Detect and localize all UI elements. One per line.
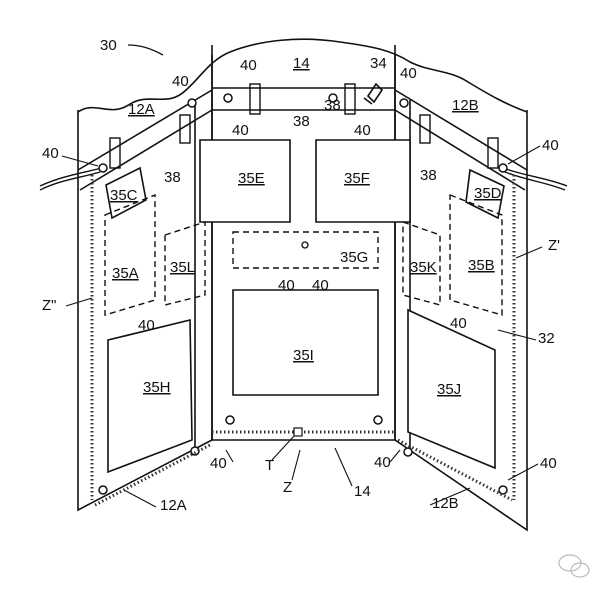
grommet-center-mid	[328, 93, 338, 103]
label-14-top: 14	[293, 55, 310, 72]
pocket-35a-outline	[104, 193, 156, 316]
pocket-35d-shape	[465, 168, 505, 220]
label-35a: 35A	[112, 265, 139, 282]
label-40-pocket-h: 40	[138, 317, 155, 334]
leader-lines	[61, 145, 543, 508]
strap-left-outer	[109, 137, 121, 169]
label-35f: 35F	[344, 170, 370, 187]
pocket-35g-grommet	[301, 241, 309, 249]
strap-right-inner	[419, 114, 431, 144]
label-38-right: 38	[420, 167, 437, 184]
pocket-35j-shape	[407, 308, 496, 470]
label-zprime: Z'	[548, 237, 560, 254]
pocket-35h-shape	[107, 318, 193, 474]
grommet-left-top	[98, 163, 108, 173]
zipper-pull-t	[293, 427, 303, 437]
grommet-left-panel-top	[187, 98, 197, 108]
pocket-35e-shape	[199, 139, 291, 223]
label-40-pocket-j: 40	[450, 315, 467, 332]
label-40-top-left: 40	[172, 73, 189, 90]
label-12a-bottom: 12A	[160, 497, 187, 514]
label-z: Z	[283, 479, 292, 496]
label-35g: 35G	[340, 249, 368, 266]
label-12b-bottom: 12B	[432, 495, 459, 512]
label-35l: 35L	[170, 259, 195, 276]
label-35i: 35I	[293, 347, 314, 364]
strap-center-left	[249, 83, 261, 115]
labels: 30 14 34 12A 12B 40 40 40 40 40 40 40 38…	[42, 37, 560, 514]
strap-right-outer	[487, 137, 499, 169]
hidden-pockets	[104, 193, 503, 316]
grommets	[98, 93, 508, 495]
grommet-center-bottom-left	[225, 415, 235, 425]
label-40-far-left: 40	[42, 145, 59, 162]
label-40-bottom-left: 40	[210, 455, 227, 472]
label-40-bottom-right: 40	[374, 454, 391, 471]
label-14-bottom: 14	[354, 483, 371, 500]
label-40-center-left: 40	[240, 57, 257, 74]
leader-30	[127, 44, 164, 56]
label-40-pocket-i-left: 40	[278, 277, 295, 294]
label-t: T	[265, 457, 274, 474]
straps	[109, 83, 499, 169]
grommet-right-top	[498, 163, 508, 173]
label-zdoubleprime: Z"	[42, 297, 57, 314]
label-40-far-bottom-right: 40	[540, 455, 557, 472]
strap-center-right	[344, 83, 356, 115]
label-40-pocket-f: 40	[354, 122, 371, 139]
label-38-left: 38	[164, 169, 181, 186]
label-40-pocket-i-right: 40	[312, 277, 329, 294]
grommet-left-bottom	[98, 485, 108, 495]
label-35c: 35C	[110, 187, 138, 204]
label-35e: 35E	[238, 170, 265, 187]
label-38-center-right: 38	[324, 97, 341, 114]
wechat-watermark-icon	[558, 554, 590, 578]
grommet-center-bottom-right	[373, 415, 383, 425]
zipper-right-bottom	[397, 438, 513, 502]
label-12a-top: 12A	[128, 101, 155, 118]
strap-left-inner	[179, 114, 191, 144]
label-35b: 35B	[468, 257, 495, 274]
label-32: 32	[538, 330, 555, 347]
cords	[39, 167, 568, 191]
break-line	[77, 38, 528, 113]
cord-right	[502, 167, 568, 191]
pocket-35k-outline	[402, 221, 441, 306]
zippers	[90, 175, 516, 507]
right-panel-12b	[394, 55, 528, 532]
pocket-35b-outline	[449, 193, 503, 316]
label-35d: 35D	[474, 185, 502, 202]
cord-left	[39, 167, 103, 191]
pockets	[105, 139, 505, 474]
grommet-right-bottom	[498, 485, 508, 495]
label-40-far-right: 40	[542, 137, 559, 154]
grommet-right-panel-bottom	[403, 447, 413, 457]
label-35h: 35H	[143, 379, 171, 396]
top-fold-line	[212, 87, 395, 111]
pocket-35l-outline	[164, 221, 206, 306]
pocket-35g-outline	[232, 231, 379, 269]
zipper-left-bottom	[94, 443, 211, 507]
pocket-35i-shape	[232, 289, 379, 396]
top-fold-right	[394, 89, 528, 191]
label-12b-top: 12B	[452, 97, 479, 114]
label-40-pocket-e: 40	[232, 122, 249, 139]
label-34: 34	[370, 55, 387, 72]
label-38-center-left: 38	[293, 113, 310, 130]
label-30: 30	[100, 37, 117, 54]
pocket-35c-shape	[105, 166, 147, 220]
label-35j: 35J	[437, 381, 461, 398]
label-40-top-right: 40	[400, 65, 417, 82]
pocket-35f-shape	[315, 139, 411, 223]
label-35k: 35K	[410, 259, 437, 276]
grommet-center-left	[223, 93, 233, 103]
grommet-right-panel-top	[399, 98, 409, 108]
clip-34	[363, 82, 384, 105]
